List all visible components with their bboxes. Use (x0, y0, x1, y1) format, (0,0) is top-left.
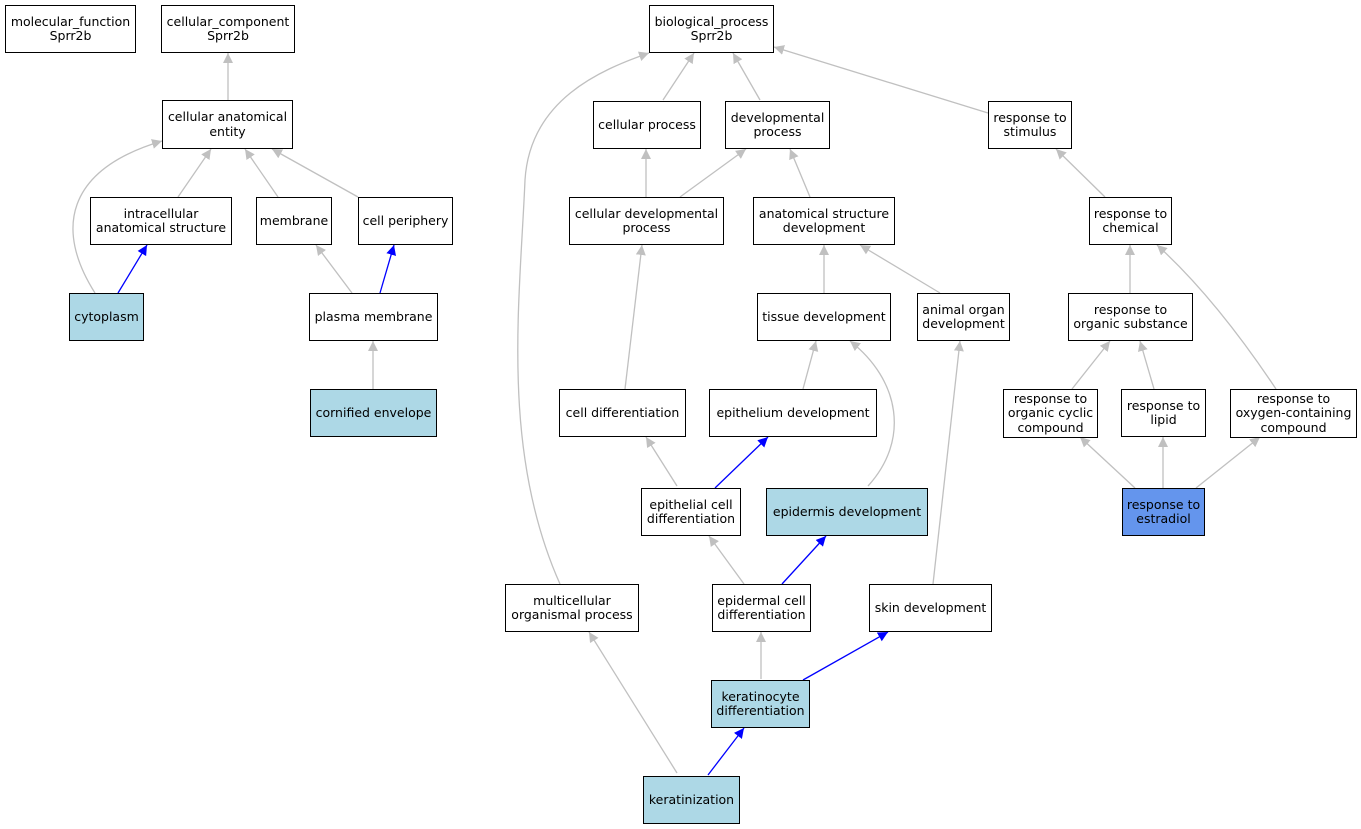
edge-oxygen-chemical (1156, 244, 1277, 390)
node-molecular-function[interactable]: molecular_function Sprr2b (5, 5, 136, 53)
node-skin-development[interactable]: skin development (869, 584, 992, 632)
edge-chemical-stimulus (1055, 148, 1106, 198)
edge-estradiol-oxygen (1195, 436, 1261, 489)
node-cellular-anatomical-entity[interactable]: cellular anatomical entity (162, 100, 293, 149)
node-response-to-organic-cyclic-compound[interactable]: response to organic cyclic compound (1003, 389, 1098, 438)
node-epithelium-development[interactable]: epithelium development (709, 389, 877, 437)
node-animal-organ-development[interactable]: animal organ development (917, 293, 1010, 341)
edge-ias-cae (177, 148, 212, 198)
edge-multicell-bp (517, 51, 650, 585)
node-response-to-oxygen-containing-compound[interactable]: response to oxygen-containing compound (1230, 389, 1357, 438)
node-cell-periphery[interactable]: cell periphery (358, 197, 453, 245)
node-response-to-chemical[interactable]: response to chemical (1089, 197, 1172, 245)
edge-celldiff-celldevproc (624, 244, 646, 390)
node-keratinocyte-differentiation[interactable]: keratinocyte differentiation (711, 680, 810, 728)
edge-cyclic-orgsub (1071, 340, 1111, 390)
edge-plasmamem-membrane (315, 244, 353, 294)
edge-plasmamem-cellper-blue (379, 244, 396, 294)
node-epidermal-cell-differentiation[interactable]: epidermal cell differentiation (712, 584, 811, 632)
node-epidermis-development[interactable]: epidermis development (766, 488, 928, 536)
node-cellular-component[interactable]: cellular_component Sprr2b (161, 5, 295, 53)
edge-epidermal-epcelldiff (708, 535, 745, 585)
edge-lipid-orgsub (1138, 340, 1155, 390)
node-response-to-organic-substance[interactable]: response to organic substance (1068, 293, 1193, 341)
node-cornified-envelope[interactable]: cornified envelope (310, 389, 437, 437)
node-epithelial-cell-differentiation[interactable]: epithelial cell differentiation (641, 488, 741, 536)
node-cellular-developmental-process[interactable]: cellular developmental process (569, 197, 724, 245)
node-anatomical-structure-development[interactable]: anatomical structure development (753, 197, 895, 245)
edge-keratinization-kerdiff-blue (707, 727, 745, 776)
edge-cellper-cae (271, 148, 359, 198)
edge-cytoplasm-ias-blue (117, 244, 148, 294)
edge-skin-organ (932, 340, 964, 585)
node-membrane[interactable]: membrane (256, 197, 332, 245)
edge-membrane-cae (244, 148, 279, 198)
node-cytoplasm[interactable]: cytoplasm (69, 293, 144, 341)
edge-celldevproc-devproc (679, 148, 747, 198)
node-intracellular-anatomical-structure[interactable]: intracellular anatomical structure (90, 197, 232, 245)
edge-devproc-bp (732, 52, 761, 101)
edge-kerdiff-skin-blue (802, 631, 889, 681)
node-response-to-estradiol[interactable]: response to estradiol (1122, 488, 1205, 536)
edge-stimulus-bp (773, 45, 989, 114)
edge-epith-tissue (802, 340, 819, 390)
node-cell-differentiation[interactable]: cell differentiation (559, 389, 686, 437)
node-biological-process[interactable]: biological_process Sprr2b (649, 5, 774, 53)
edge-cytoplasm-cae (72, 139, 163, 294)
edge-asd-devproc (789, 148, 811, 198)
node-cellular-process[interactable]: cellular process (593, 101, 701, 149)
node-plasma-membrane[interactable]: plasma membrane (309, 293, 438, 341)
edge-epcelldiff-epith-blue (714, 436, 769, 489)
edge-epidermis-tissue (849, 340, 895, 487)
node-developmental-process[interactable]: developmental process (725, 101, 830, 149)
node-tissue-development[interactable]: tissue development (757, 293, 891, 341)
edge-epcelldiff-celldiff (645, 436, 678, 487)
edge-organ-asd (859, 244, 941, 294)
edge-epidermal-epidermis-blue (781, 535, 827, 585)
edge-keratinization-multicell (588, 631, 678, 774)
node-response-to-stimulus[interactable]: response to stimulus (988, 101, 1072, 149)
node-response-to-lipid[interactable]: response to lipid (1121, 389, 1206, 437)
edge-cellproc-bp (662, 52, 695, 101)
edge-estradiol-cyclic (1079, 436, 1136, 489)
node-multicellular-organismal-process[interactable]: multicellular organismal process (505, 584, 639, 632)
node-keratinization[interactable]: keratinization (643, 776, 740, 824)
